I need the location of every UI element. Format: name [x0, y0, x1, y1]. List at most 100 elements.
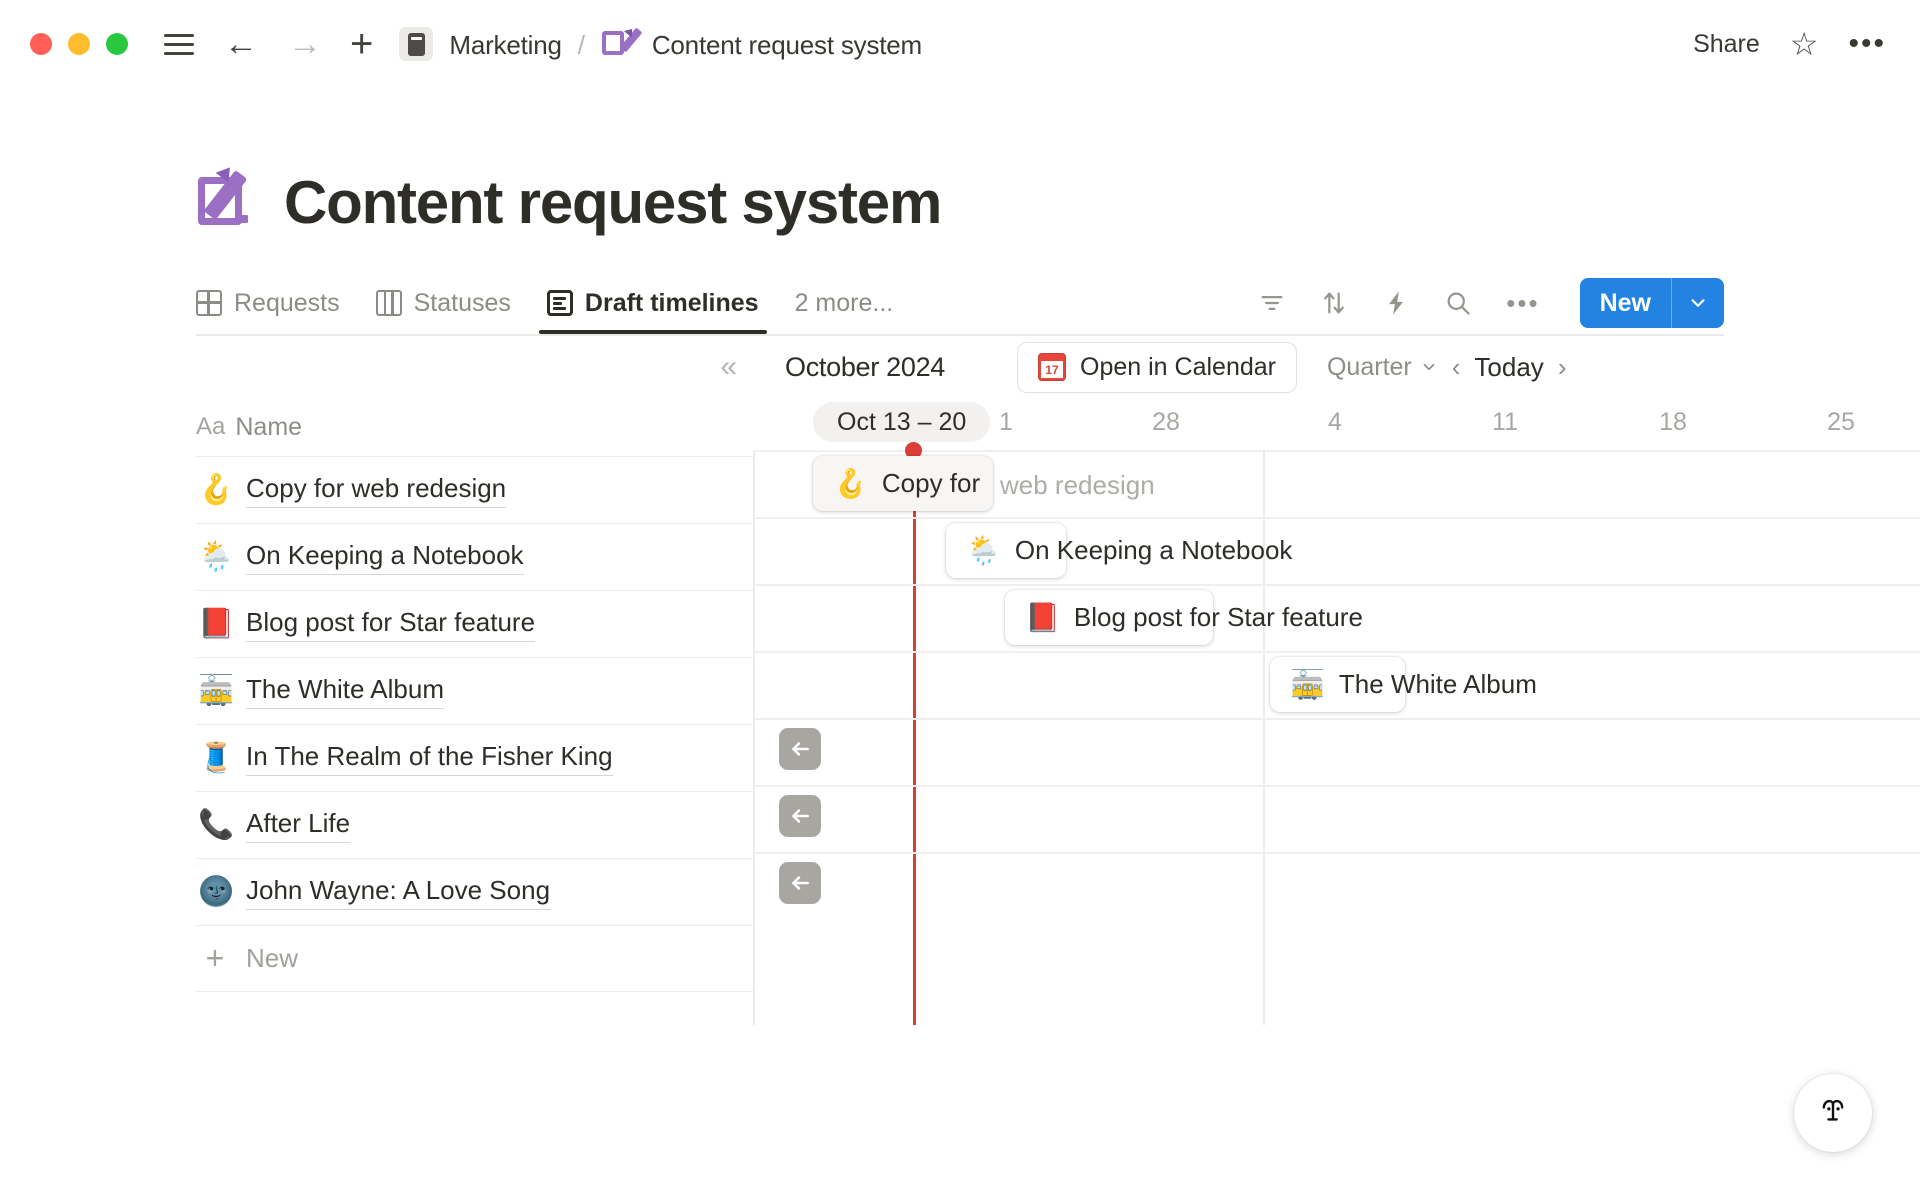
timeline-bar[interactable]: 🚋 The White Album — [1270, 657, 1537, 712]
list-item[interactable]: 🌦️ On Keeping a Notebook — [196, 523, 753, 590]
name-column-header[interactable]: Aa Name — [196, 398, 753, 456]
chevron-down-icon — [1423, 363, 1435, 371]
page-switcher-icon[interactable] — [399, 27, 434, 61]
zoom-window-button[interactable] — [106, 33, 128, 55]
list-item-name[interactable]: Blog post for Star feature — [246, 606, 536, 642]
timeline-next-button[interactable]: › — [1557, 351, 1567, 382]
open-in-calendar-label: Open in Calendar — [1080, 352, 1276, 381]
sidebar-toggle-icon[interactable] — [162, 27, 196, 61]
tab-draft-timelines[interactable]: Draft timelines — [538, 272, 767, 334]
new-page-plus-icon[interactable]: + — [350, 22, 374, 66]
share-button[interactable]: Share — [1693, 29, 1760, 58]
list-item[interactable]: 📕 Blog post for Star feature — [196, 590, 753, 657]
window-traffic-lights — [30, 33, 128, 55]
new-button[interactable]: New — [1580, 278, 1672, 328]
navigate-forward-icon[interactable]: → — [288, 25, 322, 63]
timeline-row-list: « Aa Name 🪝 Copy for web redesign 🌦️ On … — [196, 336, 753, 992]
search-icon[interactable] — [1444, 289, 1472, 317]
view-tabs-row: Requests Statuses Draft timelines 2 more… — [196, 272, 1724, 334]
timeline-bar[interactable]: 🌦️ On Keeping a Notebook — [946, 523, 1292, 578]
page-title[interactable]: Content request system — [284, 169, 942, 236]
star-icon[interactable]: ☆ — [1789, 26, 1819, 62]
today-marker-line — [913, 496, 916, 1025]
timeline-month-label: October 2024 — [785, 351, 946, 382]
list-bottom-divider — [196, 991, 753, 992]
hook-emoji-icon: 🪝 — [198, 473, 235, 506]
view-toolbar: ••• New — [1258, 278, 1724, 328]
open-in-calendar-button[interactable]: 17 Open in Calendar — [1017, 341, 1297, 393]
new-button-group: New — [1579, 278, 1724, 328]
thread-emoji-icon: 🧵 — [198, 741, 235, 774]
timeline-bar-label: Copy for — [881, 468, 981, 498]
window-titlebar: ← → + Marketing / Content request system… — [0, 0, 1920, 88]
board-view-icon — [375, 290, 402, 316]
arrow-left-icon — [792, 876, 809, 890]
memo-emoji-icon[interactable] — [196, 161, 260, 235]
lightning-icon[interactable] — [1382, 289, 1410, 317]
timeline-bar-label: Blog post for Star feature — [1073, 602, 1363, 632]
more-horizontal-icon[interactable]: ••• — [1848, 27, 1886, 60]
minimize-window-button[interactable] — [68, 33, 90, 55]
grid-hline — [753, 651, 1920, 653]
today-marker-dot — [905, 442, 922, 459]
more-horizontal-icon[interactable]: ••• — [1506, 288, 1540, 318]
timeline-bar[interactable]: 📕 Blog post for Star feature — [1005, 590, 1363, 645]
sun-behind-rain-cloud-emoji-icon: 🌦️ — [966, 534, 1001, 566]
timeline-zoom-select[interactable]: Quarter — [1327, 353, 1438, 382]
assistant-fab-button[interactable] — [1794, 1074, 1872, 1152]
grid-vline-month-divider — [1263, 450, 1265, 1025]
list-item-name[interactable]: On Keeping a Notebook — [246, 539, 524, 575]
list-item[interactable]: 🧵 In The Realm of the Fisher King — [196, 724, 753, 791]
tab-label: Requests — [234, 288, 340, 317]
scroll-to-bar-left-button[interactable] — [779, 862, 821, 904]
timeline-view-icon — [546, 290, 573, 316]
filter-icon[interactable] — [1258, 289, 1286, 317]
tram-car-emoji-icon: 🚋 — [198, 674, 235, 707]
ruler-tick: 28 — [1152, 408, 1180, 436]
ruler-tick: 25 — [1827, 408, 1855, 436]
grid-vline — [753, 450, 755, 1025]
scroll-to-bar-left-button[interactable] — [779, 728, 821, 770]
timeline-prev-button[interactable]: ‹ — [1451, 351, 1461, 382]
list-item[interactable]: 🌚 John Wayne: A Love Song — [196, 858, 753, 925]
add-new-row-button[interactable]: + New — [196, 925, 753, 991]
add-new-row-label: New — [246, 943, 299, 973]
grid-hline — [753, 785, 1920, 787]
breadcrumb-parent[interactable]: Marketing — [449, 29, 562, 60]
list-item[interactable]: 🚋 The White Album — [196, 657, 753, 724]
close-window-button[interactable] — [30, 33, 52, 55]
timeline-range-pill[interactable]: Oct 13 – 20 — [813, 402, 991, 442]
sort-icon[interactable] — [1320, 289, 1348, 317]
sun-behind-rain-cloud-emoji-icon: 🌦️ — [198, 540, 235, 573]
list-item-name[interactable]: Copy for web redesign — [246, 472, 507, 508]
list-item-name[interactable]: John Wayne: A Love Song — [246, 874, 551, 910]
timeline-bar-label: On Keeping a Notebook — [1014, 535, 1293, 565]
tab-label: Draft timelines — [584, 288, 759, 317]
timeline-bar[interactable]: 🪝 Copy for — [813, 456, 993, 511]
tab-statuses[interactable]: Statuses — [375, 272, 511, 334]
scroll-to-bar-left-button[interactable] — [779, 795, 821, 837]
grid-hline — [753, 450, 1920, 452]
list-item[interactable]: 🪝 Copy for web redesign — [196, 456, 753, 523]
more-tabs-button[interactable]: 2 more... — [794, 288, 894, 317]
list-item[interactable]: 📞 After Life — [196, 791, 753, 858]
timeline-grid: 🪝 Copy for web redesign 🌦️ On Keeping a … — [753, 442, 1920, 1025]
navigate-back-icon[interactable]: ← — [224, 25, 258, 63]
ruler-tick: 4 — [1328, 408, 1342, 436]
chevron-down-icon[interactable] — [1672, 278, 1724, 328]
closed-book-emoji-icon: 📕 — [1025, 601, 1060, 633]
list-item-name[interactable]: After Life — [246, 807, 351, 843]
timeline-zoom-label: Quarter — [1326, 352, 1412, 381]
tab-requests[interactable]: Requests — [196, 272, 340, 334]
plus-icon: + — [205, 940, 225, 976]
breadcrumb-separator: / — [577, 29, 585, 60]
timeline-bar-overflow-label: web redesign — [1000, 470, 1155, 500]
timeline-header: October 2024 17 Open in Calendar Quarter… — [753, 336, 1920, 398]
timeline-bar-label: The White Album — [1338, 669, 1537, 699]
timeline-today-button[interactable]: Today — [1474, 351, 1544, 382]
list-item-name[interactable]: The White Album — [246, 673, 444, 709]
list-item-name[interactable]: In The Realm of the Fisher King — [246, 740, 613, 776]
chevrons-left-icon[interactable]: « — [720, 350, 737, 383]
breadcrumb-current[interactable]: Content request system — [651, 29, 923, 60]
